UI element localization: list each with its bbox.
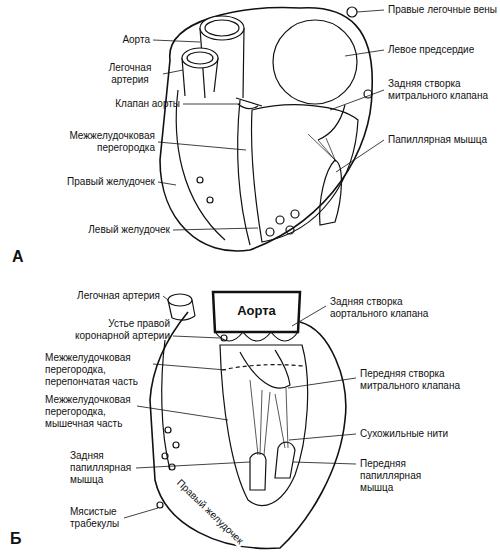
part-label: Межжелудочковая перегородка, мышечная ча… (45, 394, 140, 430)
part-label: Аорта (60, 34, 150, 46)
aorta-wall (243, 28, 244, 98)
left-ventricle-cavity (252, 105, 358, 242)
trabecula (266, 228, 274, 236)
trabecula (197, 177, 203, 183)
coronary-ostium (221, 335, 227, 341)
part-label: Передняя створка митрального клапана (360, 368, 485, 392)
part-label: Клапан аорты (80, 98, 180, 110)
trabecula (286, 226, 294, 234)
leader-lines (288, 378, 356, 388)
heart-outline (160, 8, 372, 251)
part-label: Правый желудочек (55, 176, 155, 188)
part-label: Межжелудочковая перегородка, перепончата… (45, 352, 150, 388)
heart-b (150, 292, 346, 548)
trabecula (162, 453, 168, 459)
trabecula (207, 197, 213, 203)
leader-lines (345, 50, 384, 56)
leader-lines (357, 10, 384, 12)
aorta-ring (205, 20, 239, 36)
membranous-border (222, 365, 304, 370)
right-ventricle-wall (176, 90, 225, 240)
part-label: Мясистые трабекулы (70, 506, 135, 530)
pulmonary-wall (172, 316, 195, 320)
leader-lines (330, 90, 384, 110)
mitral-leaflet (240, 350, 290, 388)
part-label: Левый желудочек (70, 224, 170, 236)
papillary-muscle (275, 442, 295, 478)
part-label: Аорта (214, 303, 299, 318)
trabecula (169, 464, 175, 470)
leader-lines (293, 462, 356, 464)
aortic-valve (236, 98, 262, 109)
leader-lines (158, 182, 176, 185)
leader-lines (183, 104, 240, 105)
leader-lines (124, 508, 158, 518)
aorta-opened (213, 292, 300, 332)
part-label: Устье правой коронарной артерии (60, 318, 170, 342)
pulmonary-vein (347, 7, 357, 17)
trabecula (165, 427, 171, 433)
pulmonary-ring (182, 48, 218, 68)
leader-lines (336, 140, 384, 172)
left-ventricle-cavity (220, 345, 308, 506)
pulmonary-ring (168, 294, 192, 306)
leader-lines (289, 434, 356, 440)
part-label: Легочная артерия (100, 62, 160, 86)
trabecula (173, 442, 179, 448)
part-label: Межжелудочковая перегородка (45, 130, 155, 154)
part-label: Легочная артерия (40, 290, 160, 302)
heart-a (160, 7, 372, 251)
aorta-ring (200, 16, 244, 40)
papillary-muscle (250, 453, 266, 490)
part-label: Сухожильные нити (360, 428, 485, 440)
trabecula (276, 216, 284, 224)
part-label: Правый желудочек (173, 476, 247, 548)
papillary-muscle (320, 160, 342, 225)
heart-outline (150, 312, 346, 548)
left-atrium (273, 20, 357, 104)
trabecula (157, 502, 163, 508)
chordae (308, 134, 336, 162)
leader-lines (292, 306, 326, 326)
part-label: Папиллярная мышца (388, 134, 498, 146)
leader-lines (173, 336, 220, 338)
part-label: Задняя створка аортального клапана (330, 296, 460, 320)
pulmonary-wall (192, 300, 195, 316)
part-label: Передняя папиллярная мышца (360, 458, 455, 494)
panel-letter: Б (10, 530, 40, 548)
part-label: Задняя папиллярная мышца (70, 450, 135, 486)
leader-lines (153, 40, 200, 42)
leader-lines (136, 462, 250, 468)
leader-lines (124, 10, 384, 518)
septum (238, 100, 250, 245)
part-label: Задняя створка митрального клапана (388, 78, 498, 102)
mitral-leaflet (318, 105, 345, 140)
leader-lines (158, 142, 246, 150)
right-ventricle-wall (162, 340, 170, 470)
leader-lines (163, 70, 183, 74)
leader-lines (137, 406, 228, 420)
aortic-cusps (215, 332, 298, 341)
panel-letter: А (12, 248, 42, 266)
leader-lines (153, 364, 226, 370)
pulmonary-ring (187, 52, 213, 64)
part-label: Левое предсердие (388, 44, 498, 56)
part-label: Правые легочные вены (388, 4, 498, 16)
leader-lines (173, 228, 258, 230)
trabecula (291, 210, 299, 218)
leader-lines (163, 296, 168, 300)
